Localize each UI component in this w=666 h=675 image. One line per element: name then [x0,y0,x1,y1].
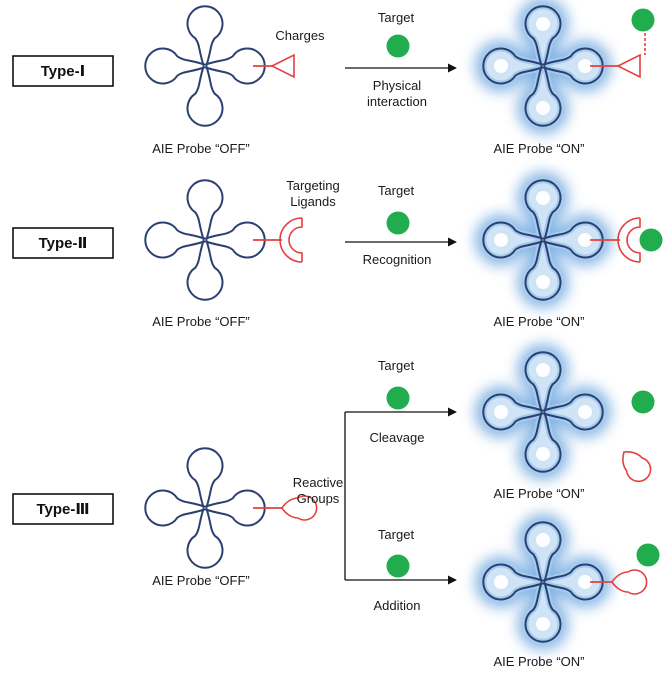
probe-off-label: AIE Probe “OFF” [152,573,250,588]
glow-spot [536,533,550,547]
process-label: interaction [367,94,427,109]
process-label: Physical [373,78,422,93]
glow-spot [536,363,550,377]
type-label-box [12,493,114,525]
probe-outline [144,179,266,301]
target-molecule-icon [631,390,655,414]
probe-on-label: AIE Probe “ON” [493,141,584,156]
aie-probe-off-icon [144,447,266,569]
target-molecule-icon [639,228,663,252]
target-label: Target [378,183,415,198]
target-label: Target [378,527,415,542]
aie-probe-off-icon [144,179,266,301]
glow-spot [536,275,550,289]
type-label-box [12,227,114,259]
aie-probe-off-icon [144,5,266,127]
target-label: Target [378,358,415,373]
target-molecule-icon [386,386,410,410]
glow-spot [536,101,550,115]
target-molecule-icon [386,34,410,58]
type-label: Type-Ⅱ [39,235,88,252]
process-label-cleavage: Cleavage [370,430,425,445]
ligand-group-icon [617,217,641,263]
probe-on-label: AIE Probe “ON” [493,314,584,329]
glow-spot [578,59,592,73]
type-iii-label-box: Type-Ⅲ [12,493,114,525]
reactive-groups-label: Groups [297,491,340,506]
glow-spot [494,233,508,247]
charge-group-icon [616,53,641,79]
probe-outline [482,351,604,473]
ligands-label: Ligands [290,194,336,209]
glow-spot [536,17,550,31]
reactive-groups-label: Reactive [293,475,344,490]
glow-spot [494,575,508,589]
probe-off-label: AIE Probe “OFF” [152,314,250,329]
glow-spot [494,405,508,419]
reactive-group-icon [622,451,652,483]
type-label: Type-Ⅰ [41,63,85,80]
aie-probe-on-icon [475,514,611,650]
type-i-label-box: Type-Ⅰ [12,55,114,87]
probe-off-label: AIE Probe “OFF” [152,141,250,156]
aie-probe-on-icon [475,344,611,480]
probe-on-label: AIE Probe “ON” [493,654,584,669]
glow-spot [536,191,550,205]
reactive-group-icon [281,495,318,521]
probe-outline [144,5,266,127]
type-label: Type-Ⅲ [36,501,89,518]
glow-spot [494,59,508,73]
charge-group-icon [270,53,295,79]
probe-on-label: AIE Probe “ON” [493,486,584,501]
type-ii-label-box: Type-Ⅱ [12,227,114,259]
aie-probe-on-icon [475,0,611,134]
glow-spot [536,447,550,461]
type-label-box [12,55,114,87]
ligand-group-icon [279,217,303,263]
glow-spot [578,405,592,419]
reactive-group-icon [611,569,648,595]
charges-label: Charges [275,28,325,43]
target-molecule-icon [636,543,660,567]
aie-probe-on-icon [475,172,611,308]
target-molecule-icon [631,8,655,32]
probe-outline [144,447,266,569]
target-molecule-icon [386,211,410,235]
glow-spot [578,233,592,247]
target-molecule-icon [386,554,410,578]
glow-spot [536,617,550,631]
ligands-label: Targeting [286,178,339,193]
type-i-row: Type-Ⅰ Charges TargetPhysicalinteractionAI… [12,0,655,156]
target-label: Target [378,10,415,25]
process-label: Recognition [363,252,432,267]
glow-spot [578,575,592,589]
process-label-addition: Addition [374,598,421,613]
